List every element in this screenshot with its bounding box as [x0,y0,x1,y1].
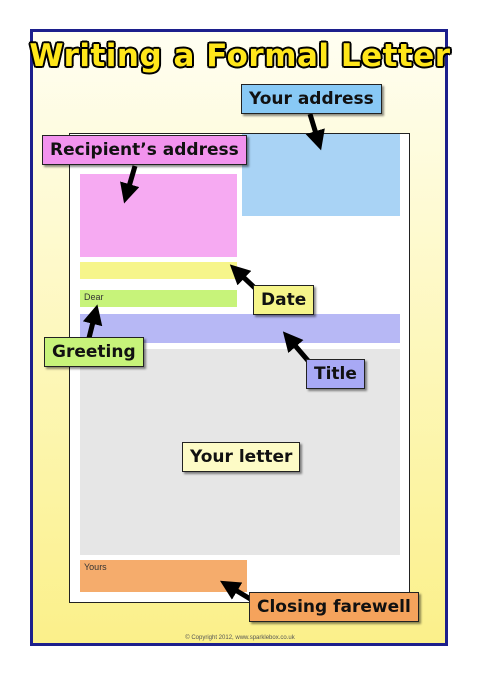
closing-farewell-label: Closing farewell [249,592,419,622]
copyright-text: © Copyright 2012, www.sparklebox.co.uk [185,635,295,641]
your-address-block [242,134,400,216]
recipient-address-block [80,174,237,257]
recipient-address-label: Recipient’s address [42,135,247,165]
your-address-label: Your address [241,84,382,114]
page-title: Writing a Formal Letter [29,38,451,74]
yours-text: Yours [84,562,107,572]
greeting-label: Greeting [44,337,144,367]
dear-text: Dear [84,292,104,302]
greeting-block: Dear [80,290,237,307]
date-label: Date [253,285,315,315]
closing-block: Yours [80,560,247,592]
your-letter-label: Your letter [182,442,301,472]
title-label: Title [306,359,365,389]
date-block [80,262,237,279]
